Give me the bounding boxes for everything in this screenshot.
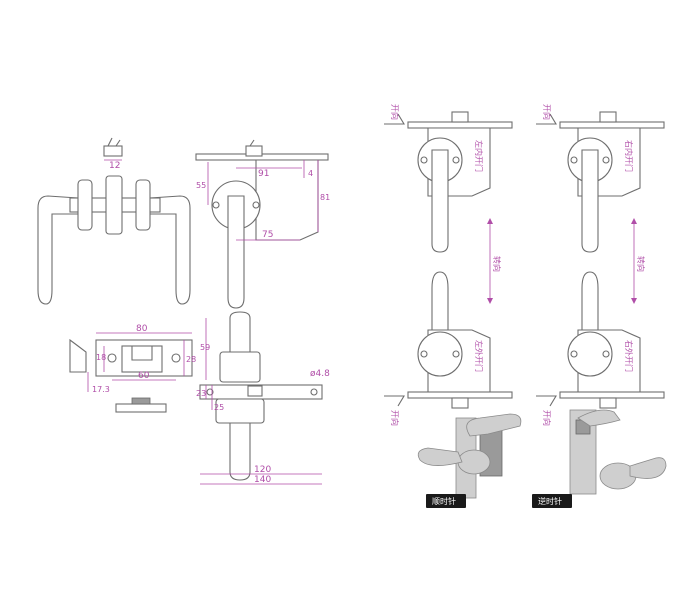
dim-phi-4-8: ø4.8 <box>310 369 330 379</box>
variant-top-right: 开向 右内开门 <box>536 104 665 253</box>
dim-17-3: 17.3 <box>92 385 110 394</box>
side-view-lock-body: 91 55 4 81 75 <box>195 139 330 309</box>
dim-60: 60 <box>138 371 150 381</box>
mid-arrows: 转向 转向 <box>487 218 646 304</box>
direction-label-br: 开向 <box>542 410 552 426</box>
dim-140: 140 <box>254 475 271 485</box>
caption-clockwise: 顺时针 <box>432 496 456 506</box>
dim-91: 91 <box>258 169 269 179</box>
direction-label-tr: 开向 <box>542 104 552 120</box>
dim-25: 25 <box>214 403 224 412</box>
side-label-tr: 右内开门 <box>624 140 634 172</box>
caption-counterclockwise: 逆时针 <box>538 496 562 506</box>
dim-80: 80 <box>136 324 148 334</box>
dim-120: 120 <box>254 465 271 475</box>
photo-clockwise: 顺时针 <box>417 413 522 508</box>
dim-59: 59 <box>200 343 210 352</box>
mid-label-right: 转向 <box>636 256 646 272</box>
direction-label-bl: 开向 <box>390 410 400 426</box>
mid-label-left: 转向 <box>492 256 502 272</box>
variant-bottom-right: 开向 右外开门 <box>536 271 665 426</box>
dim-4: 4 <box>308 169 313 178</box>
variant-bottom-left: 开向 左外开门 <box>384 271 513 426</box>
front-view-lever-pair: 12 <box>37 137 191 305</box>
side-label-bl: 左外开门 <box>474 340 484 372</box>
side-label-tl: 左内开门 <box>474 140 484 172</box>
dim-81: 81 <box>320 193 330 202</box>
photo-counterclockwise: 逆时针 <box>532 409 667 508</box>
dim-28: 28 <box>186 355 196 364</box>
strike-plate-drawing: 17.3 80 60 18 28 <box>69 324 196 413</box>
dim-55: 55 <box>196 181 206 190</box>
variant-top-left: 开向 左内开门 <box>384 104 513 253</box>
dim-75: 75 <box>262 230 273 240</box>
dim-23: 23 <box>196 389 206 398</box>
dim-18: 18 <box>96 353 106 362</box>
direction-label-tl: 开向 <box>390 104 400 120</box>
dim-12: 12 <box>109 161 120 171</box>
latch-spindle-drawing: 59 23 25 ø4.8 120 140 <box>196 311 330 485</box>
side-label-br: 右外开门 <box>624 340 634 372</box>
